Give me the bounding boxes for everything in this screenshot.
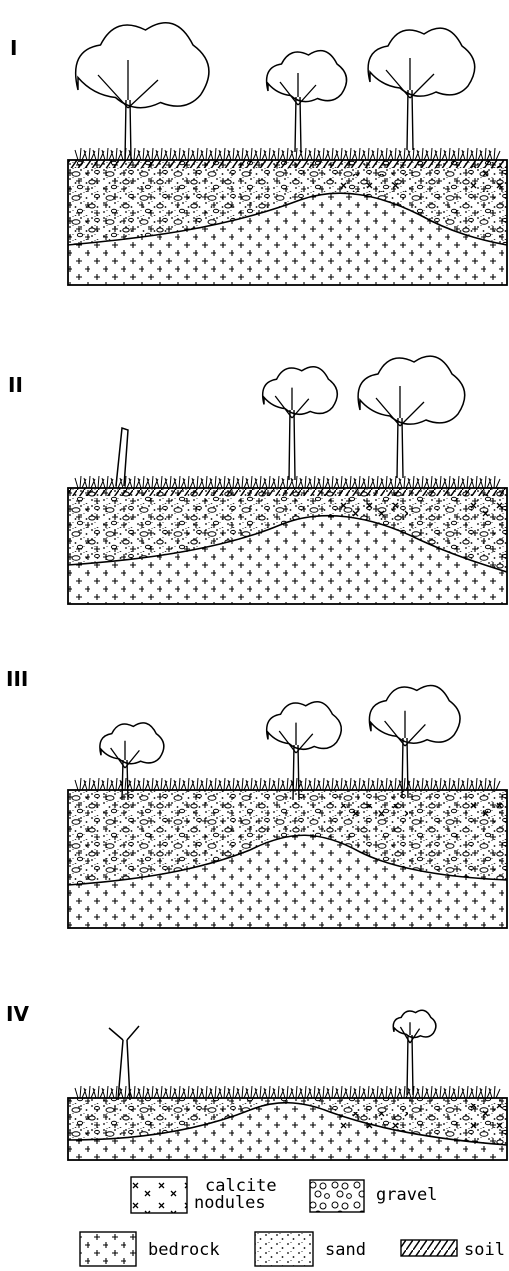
profile-panels [68, 23, 507, 1160]
legend-sand: sand [255, 1232, 366, 1266]
calcite-nodules [470, 166, 504, 192]
grass-tufts [75, 778, 500, 790]
calcite-nodules [470, 796, 504, 822]
tree-branches [385, 711, 426, 746]
tree-branches [386, 58, 434, 98]
tree [393, 1010, 436, 1095]
legend-gravel: gravel [310, 1180, 437, 1212]
legend-soil: soil [401, 1240, 505, 1260]
legend-bedrock: bedrock [80, 1232, 220, 1266]
legend-calcite-label-2: nodules [194, 1193, 266, 1213]
tree-branches [400, 1022, 419, 1043]
tree-crown [369, 685, 460, 743]
trees-panel-2 [263, 367, 338, 480]
tree [76, 23, 209, 160]
tree-trunk [407, 90, 413, 150]
panel-label-iv: IV [6, 1002, 29, 1026]
profile-panel-1 [68, 148, 507, 285]
calcite-nodules [338, 1112, 408, 1130]
tree-crown [267, 51, 347, 102]
tree [267, 51, 347, 152]
trees-panel-1 [76, 23, 209, 160]
tree-crown [267, 702, 342, 750]
trees-panel-3b [267, 702, 342, 800]
tree [267, 702, 342, 800]
tree-trunk [407, 1035, 413, 1095]
tree [263, 367, 338, 480]
profile-panel-3 [68, 778, 507, 928]
grass-tufts [75, 476, 500, 488]
grass-tufts [75, 1086, 500, 1098]
tree-trunk [402, 738, 408, 798]
tree-crown [100, 723, 164, 764]
tree-trunk [289, 410, 295, 480]
profile-panel-4 [68, 1086, 507, 1160]
soil-layer [68, 488, 507, 496]
calcite-nodules [470, 494, 504, 520]
panel-label-i: I [10, 36, 17, 60]
legend-gravel-label: gravel [376, 1185, 437, 1205]
trees-panel-4 [393, 1010, 436, 1095]
tree [358, 356, 465, 478]
trees-panel-1b [267, 51, 347, 152]
panel-label-ii: II [8, 373, 23, 397]
legend-bedrock-label: bedrock [148, 1240, 220, 1260]
tree-trunk [295, 97, 301, 152]
tree-crown [393, 1010, 436, 1037]
legend-soil-label: soil [464, 1240, 505, 1260]
grass-tufts [75, 148, 500, 160]
tree [368, 28, 475, 150]
tree-crown [263, 367, 338, 415]
tree-trunk [397, 418, 403, 478]
calcite-nodules [338, 804, 408, 822]
legend-calcite-nodules: calcite nodules [131, 1176, 277, 1213]
profile-panel-2 [68, 476, 507, 604]
tree-branches [98, 60, 158, 108]
trees-panel-1c [368, 28, 475, 150]
calcite-nodules [338, 174, 408, 192]
panel-label-iii: III [6, 667, 28, 691]
soil-layer [68, 160, 507, 168]
tree-branches [376, 386, 424, 426]
calcite-nodules [470, 1104, 504, 1130]
legend: calcite nodules gravel bedrock sand soil [80, 1176, 505, 1266]
legend-sand-label: sand [325, 1240, 366, 1260]
trees-panel-2b [358, 356, 465, 478]
